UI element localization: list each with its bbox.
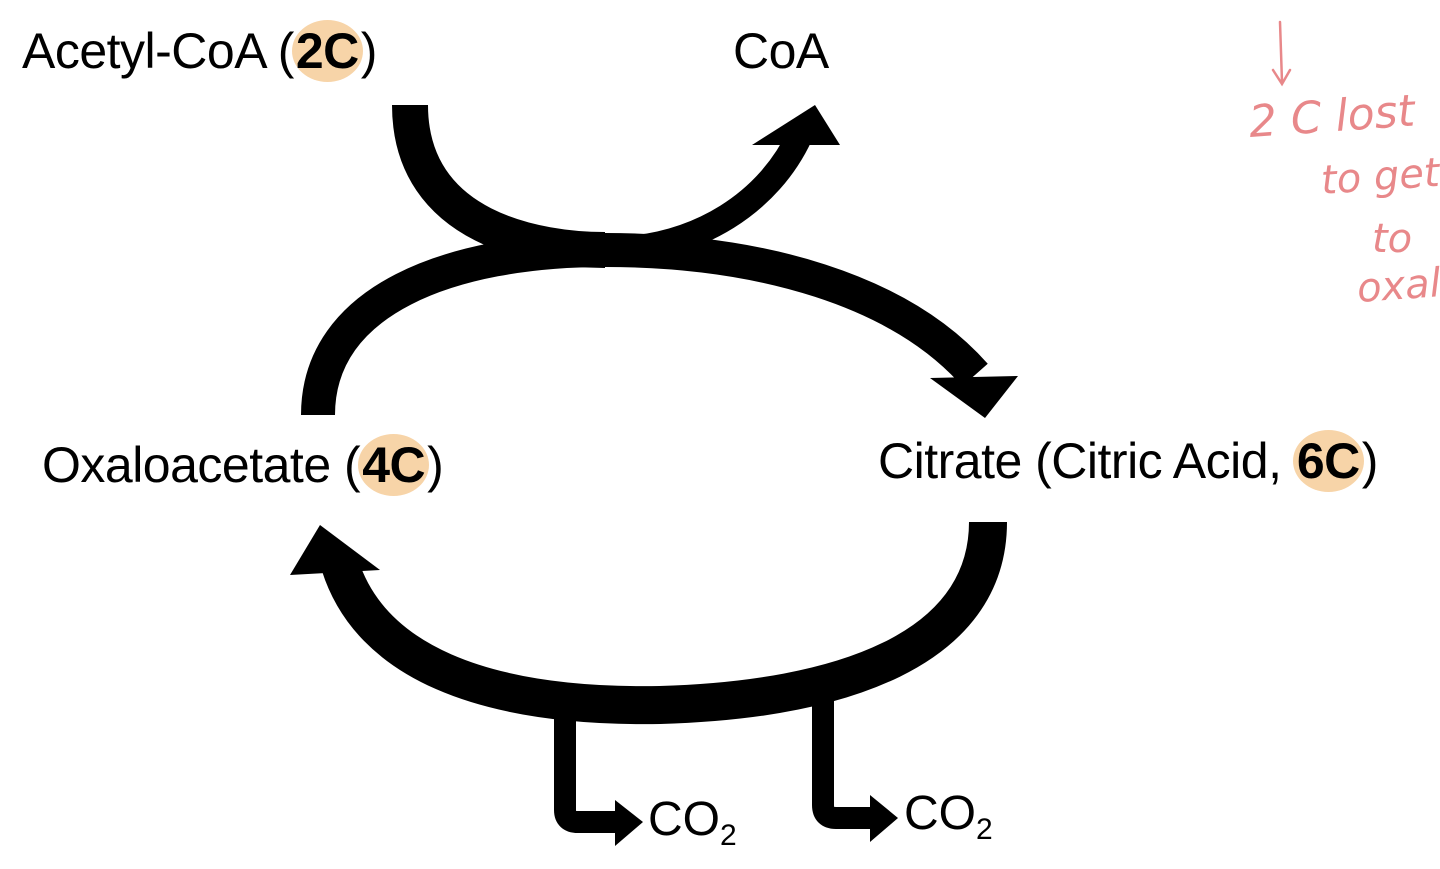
co2-base-2: CO: [904, 787, 976, 840]
coa-name: CoA: [733, 23, 829, 79]
coa-release-arrow: [604, 105, 840, 263]
oxaloacetate-to-citrate-arrow: [301, 232, 1018, 418]
acetyl-coa-label: Acetyl-CoA (2C): [22, 20, 378, 82]
co2-subscript-2: 2: [976, 813, 993, 846]
acetyl-coa-close: ): [360, 23, 378, 79]
note-line-2: to get: [1319, 150, 1440, 204]
oxaloacetate-label: Oxaloacetate (4C): [42, 434, 444, 496]
acetyl-coa-carbon-badge: 2C: [291, 20, 363, 82]
co2-product-2: CO2: [904, 787, 993, 845]
citrate-name: Citrate: [878, 433, 1022, 489]
note-line-3: to: [1372, 216, 1412, 262]
oxaloacetate-name: Oxaloacetate: [42, 437, 331, 493]
oxaloacetate-carbon-badge: 4C: [358, 434, 430, 496]
acetyl-coa-name: Acetyl-CoA: [22, 23, 265, 79]
co2-release-arrow-2: [812, 685, 898, 842]
oxaloacetate-open: (: [330, 437, 361, 493]
acetyl-coa-open: (: [264, 23, 295, 79]
co2-base-1: CO: [648, 793, 720, 846]
note-line-1: 2 C lost: [1247, 85, 1418, 148]
citrate-label: Citrate (Citric Acid, 6C): [878, 430, 1379, 492]
down-arrow-icon: [1271, 20, 1292, 87]
oxaloacetate-close: ): [427, 437, 444, 493]
co2-product-1: CO2: [648, 793, 737, 851]
citrate-open: (Citric Acid,: [1021, 433, 1295, 489]
acetyl-coa-input-arrow: [392, 104, 606, 268]
co2-release-arrow-1: [554, 700, 643, 846]
co2-subscript-1: 2: [720, 819, 737, 852]
handwritten-annotation: 2 C lost to get to oxalo: [1247, 20, 1440, 312]
citrate-close: ): [1361, 433, 1379, 489]
citrate-to-oxaloacetate-arrow: [290, 521, 1007, 725]
citrate-carbon-badge: 6C: [1292, 430, 1364, 492]
coa-label: CoA: [733, 26, 829, 76]
note-line-4: oxalo: [1355, 259, 1440, 312]
